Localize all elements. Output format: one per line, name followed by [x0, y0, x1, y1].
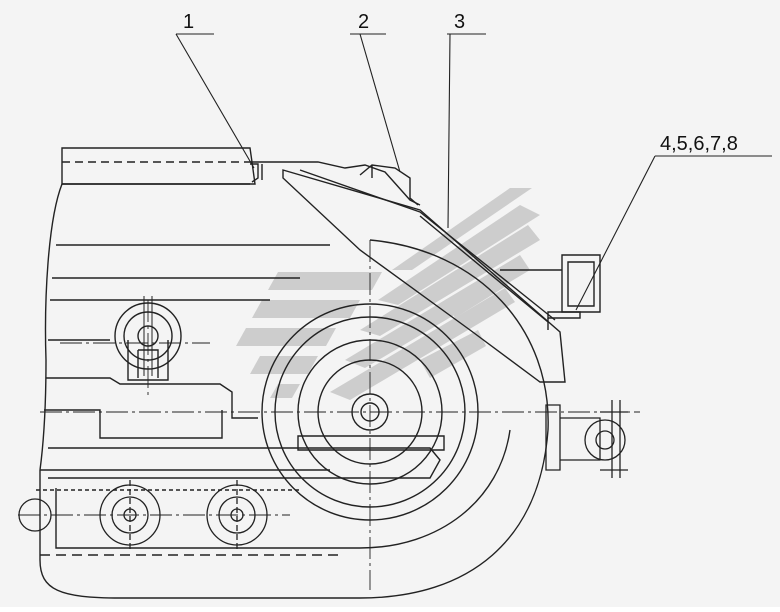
leader-lines	[175, 33, 772, 311]
callout-2: 2	[358, 11, 369, 33]
logo-watermark	[236, 188, 540, 400]
callout-4-8: 4,5,6,7,8	[660, 133, 738, 155]
machine-body	[39, 147, 601, 471]
callout-1: 1	[183, 11, 194, 33]
tow-hook	[545, 400, 628, 478]
callout-3: 3	[454, 11, 465, 33]
center-lines	[18, 240, 640, 590]
callout-labels: 1 2 3 4,5,6,7,8	[183, 11, 738, 155]
track-chain	[36, 239, 549, 599]
